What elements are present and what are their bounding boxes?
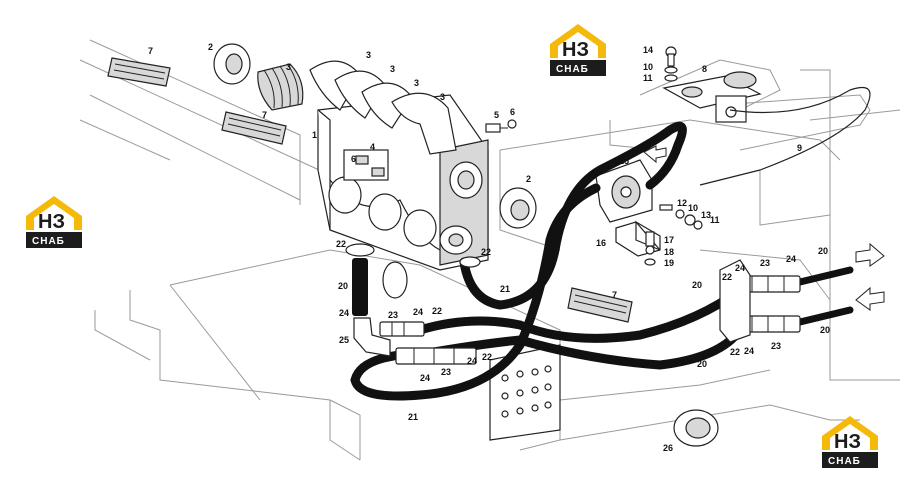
logo-bottom-text: СНАБ [556, 64, 589, 75]
label-24g: 24 [744, 346, 754, 356]
valve-plate-part-8 [662, 46, 762, 123]
hose-part-20-right [796, 266, 854, 326]
label-2b: 2 [526, 174, 531, 184]
bulkhead-panel [382, 261, 561, 441]
label-10a: 10 [643, 62, 653, 72]
bolts-parts-17-19 [644, 231, 656, 266]
label-22f: 22 [730, 347, 740, 357]
label-20e: 20 [697, 359, 707, 369]
label-13: 13 [701, 210, 711, 220]
label-16: 16 [596, 238, 606, 248]
label-18: 18 [664, 247, 674, 257]
label-17: 17 [664, 235, 674, 245]
label-24a: 24 [339, 308, 349, 318]
label-24e: 24 [735, 263, 745, 273]
label-1: 1 [312, 130, 317, 140]
logo-top-text: НЗ [834, 431, 861, 453]
label-4: 4 [370, 142, 375, 152]
corrugated-tube-part-3 [257, 63, 304, 111]
label-24f: 24 [786, 254, 796, 264]
grille-part-7c [567, 287, 633, 323]
label-15: 15 [619, 156, 629, 166]
logo-bottom-text: СНАБ [828, 456, 861, 467]
label-24b: 24 [413, 307, 423, 317]
flow-arrow-out [855, 242, 885, 267]
label-7c: 7 [612, 290, 617, 300]
label-20d: 20 [820, 325, 830, 335]
label-24c: 24 [420, 373, 430, 383]
cable-part-9 [699, 86, 871, 186]
label-23a: 23 [388, 310, 398, 320]
label-14: 14 [643, 45, 653, 55]
hose-part-21-upper [350, 121, 687, 401]
flange-ring-part-2a [213, 43, 251, 85]
label-3d: 3 [414, 78, 419, 88]
label-22c: 22 [432, 306, 442, 316]
logo-left: НЗ СНАБ [22, 194, 86, 250]
label-24d: 24 [467, 356, 477, 366]
elbow-fitting-part-25 [353, 317, 391, 357]
hose-part-20-vertical [345, 243, 481, 316]
label-11a: 11 [643, 73, 653, 83]
label-23c: 23 [760, 258, 770, 268]
label-11b: 11 [710, 215, 720, 225]
label-20b: 20 [692, 280, 702, 290]
washers-parts-10-13 [659, 204, 703, 230]
label-19: 19 [664, 258, 674, 268]
label-10b: 10 [688, 203, 698, 213]
label-22e: 22 [722, 272, 732, 282]
label-5: 5 [494, 110, 499, 120]
grille-part-7a [107, 57, 171, 87]
label-7a: 7 [148, 46, 153, 56]
logo-bottom-text: СНАБ [32, 236, 65, 247]
label-3e: 3 [440, 92, 445, 102]
flange-ring-part-2b [499, 187, 537, 229]
label-3b: 3 [286, 62, 291, 72]
label-9: 9 [797, 143, 802, 153]
label-20c: 20 [818, 246, 828, 256]
label-21b: 21 [408, 412, 418, 422]
heater-unit-part-1 [309, 60, 489, 271]
label-3a: 3 [366, 50, 371, 60]
label-26: 26 [663, 443, 673, 453]
grille-part-7b [221, 111, 287, 145]
label-23d: 23 [771, 341, 781, 351]
bolt-part-5 [485, 119, 517, 133]
part-labels: 1 2 2 3 3 3 3 3 4 5 6 6 7 7 7 8 9 10 10 … [148, 42, 830, 453]
label-7b: 7 [262, 110, 267, 120]
label-6a: 6 [510, 107, 515, 117]
label-22b: 22 [481, 247, 491, 257]
logo-top-center: НЗ СНАБ [546, 22, 610, 78]
logo-top-text: НЗ [562, 39, 589, 61]
label-22d: 22 [482, 352, 492, 362]
couplings-right [719, 259, 801, 343]
label-25: 25 [339, 335, 349, 345]
label-12: 12 [677, 198, 687, 208]
label-8: 8 [702, 64, 707, 74]
couplings-left [379, 321, 477, 365]
logo-bottom-right: НЗ СНАБ [818, 414, 882, 470]
label-2a: 2 [208, 42, 213, 52]
label-6b: 6 [351, 154, 356, 164]
grommet-part-26 [673, 409, 719, 447]
label-23b: 23 [441, 367, 451, 377]
flow-arrow-in [855, 286, 885, 311]
label-20a: 20 [338, 281, 348, 291]
label-22a: 22 [336, 239, 346, 249]
label-21a: 21 [500, 284, 510, 294]
pump-part-15 [595, 145, 667, 223]
logo-top-text: НЗ [38, 211, 65, 233]
label-3c: 3 [390, 64, 395, 74]
